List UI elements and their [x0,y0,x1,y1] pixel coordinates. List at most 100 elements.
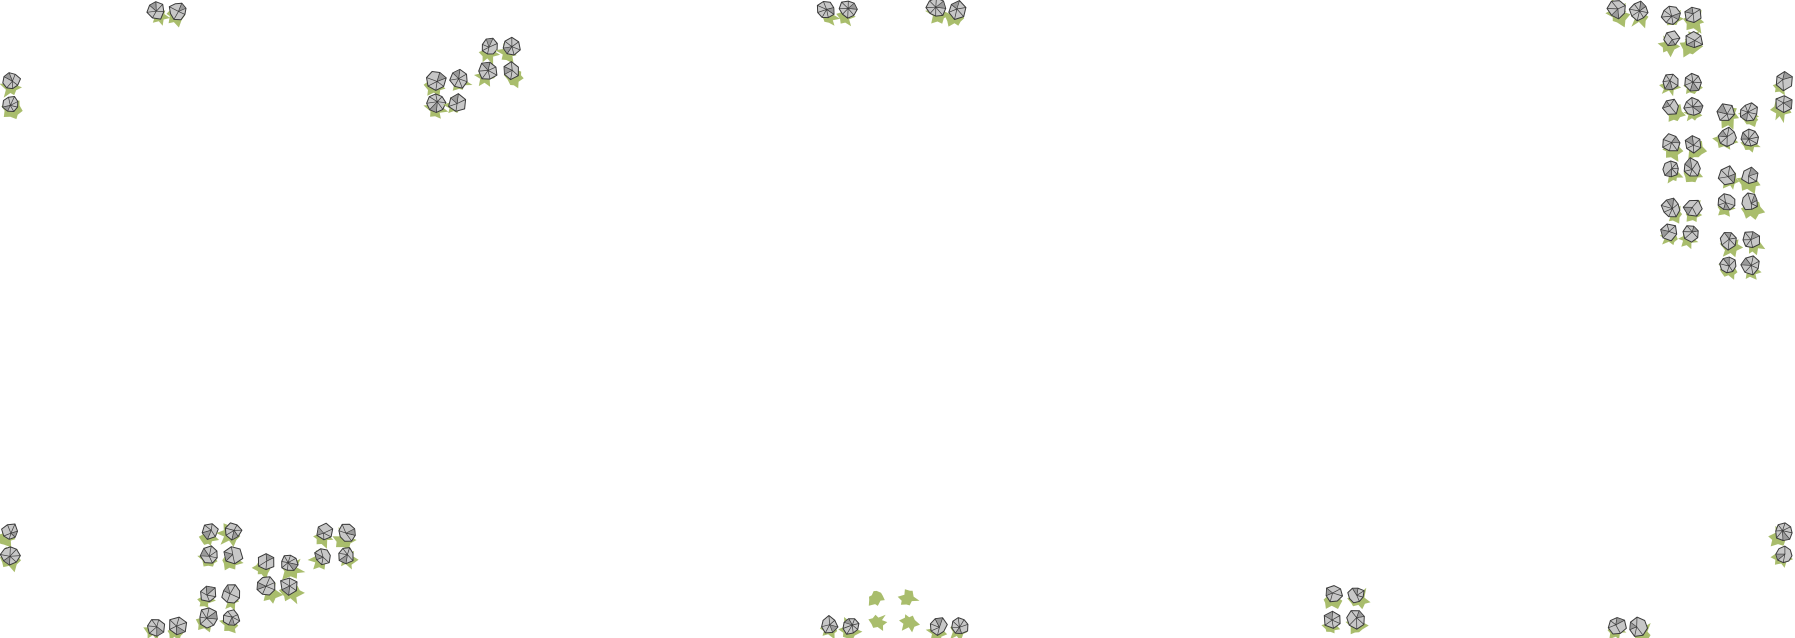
rock-boulder-icon [950,617,969,638]
rock-boulder-icon [281,554,306,580]
rock-boulder-icon [1605,0,1631,28]
rock-boulder-icon [1739,102,1759,127]
rock-boulder-icon [925,617,948,638]
rock-boulder-icon [222,546,244,571]
rock-boulder-icon [838,617,863,638]
rock-boulder-icon [1712,126,1739,150]
rock-boulder-icon [1740,192,1766,220]
rock-boulder-icon [0,72,22,98]
rock-boulder-icon [1629,616,1651,638]
rock-boulder-icon [1719,256,1738,280]
rock-boulder-icon [313,522,334,549]
rock-boulder-icon [442,93,467,114]
rock-boulder-icon [495,36,521,64]
rock-boulder-icon [251,553,275,580]
rock-boulder-icon [195,607,218,633]
rock-boulder-icon [1661,98,1686,122]
rock-boulder-icon [1,96,23,120]
rock-boulder-icon [1772,71,1794,96]
cluster-right-edge-top [1770,71,1794,124]
cluster-right-edge-bottom [1768,522,1793,568]
cluster-bottom-center-right [1321,585,1371,635]
rock-boulder-icon [1659,223,1678,246]
rock-boulder-icon [478,37,501,65]
rock-boulder-icon [143,619,166,638]
rock-boulder-icon [449,68,473,91]
rock-boulder-icon [1768,522,1793,547]
rock-boulder-icon [1347,587,1371,610]
shrub-icon [868,590,885,606]
rock-boulder-icon [1323,585,1343,609]
rock-boulder-icon [198,523,220,546]
cluster-top-center-right [925,0,967,27]
rock-boulder-icon [1662,133,1684,162]
rock-boulder-icon [216,522,243,547]
rock-boulder-icon [423,71,447,97]
rock-boulder-icon [1678,225,1699,250]
shrub-icon [899,614,920,633]
rock-boulder-icon [1628,0,1649,29]
rock-boulder-icon [166,2,187,28]
rock-boulder-icon [221,584,241,611]
rock-boulder-icon [1682,199,1703,222]
rock-boulder-icon [1660,5,1684,26]
rock-boulder-icon [819,615,839,638]
shrub-icon [868,614,888,631]
rock-boulder-icon [1683,72,1703,94]
rock-boulder-icon [197,585,217,608]
rock-boulder-icon [1736,166,1761,194]
cluster-lower-left-group [143,522,359,638]
cluster-top-center-left [816,0,858,27]
rock-boulder-icon [836,0,858,27]
rock-boulder-icon [278,577,305,605]
rock-boulder-icon [1683,6,1705,34]
rock-boulder-icon [332,523,357,552]
rock-boulder-icon [1740,255,1762,280]
rock-boulder-icon [0,546,21,573]
rock-boulder-icon [1770,95,1793,124]
rock-boulder-icon [1660,197,1683,224]
rock-boulder-icon [1717,165,1740,190]
rock-boulder-icon [0,523,18,548]
rock-boulder-icon [1740,128,1761,153]
cluster-left-edge-top [0,72,23,120]
rock-boulder-icon [1719,232,1744,258]
rock-boulder-icon [1770,545,1793,568]
rock-boulder-icon [423,93,449,119]
cluster-left-edge-bottom [0,523,21,573]
rock-boulder-icon [816,1,841,26]
rock-boulder-icon [1321,610,1341,634]
rock-boulder-icon [1607,617,1627,638]
rock-boulder-icon [945,0,967,27]
rock-boulder-icon [1684,135,1708,160]
shrub-icon [1657,35,1681,58]
rock-boulder-icon [167,616,188,638]
rock-boulder-icon [256,576,284,604]
rock-boulder-icon [1659,73,1682,97]
cluster-upper-left-group [423,36,524,119]
rock-boulder-icon [1657,30,1681,58]
shrub-icon [897,589,920,606]
rock-boulder-icon [146,1,171,26]
cluster-bottom-center [819,589,969,638]
rock-boulder-icon [307,548,331,570]
rock-boulder-icon [503,61,524,89]
rock-boulder-icon [1662,160,1684,184]
rock-boulder-icon [1683,97,1704,122]
cluster-bottom-right-pair [1607,616,1651,638]
rock-boulder-icon [1717,193,1736,217]
cluster-top-right-column [1605,0,1766,280]
rock-boulder-icon [1679,31,1704,58]
rock-boulder-icon [197,545,218,567]
cluster-top-left-pair [146,1,187,28]
rock-boulder-icon [1742,231,1766,256]
rock-boulder-icon [474,61,498,87]
rock-boulder-icon [338,547,359,570]
rock-boulder-icon [1683,157,1704,183]
rock-boulder-icon [1716,103,1739,130]
rock-boulder-icon [1345,610,1369,635]
rock-boulder-icon [219,609,241,634]
rock-boulder-icon [925,0,951,24]
